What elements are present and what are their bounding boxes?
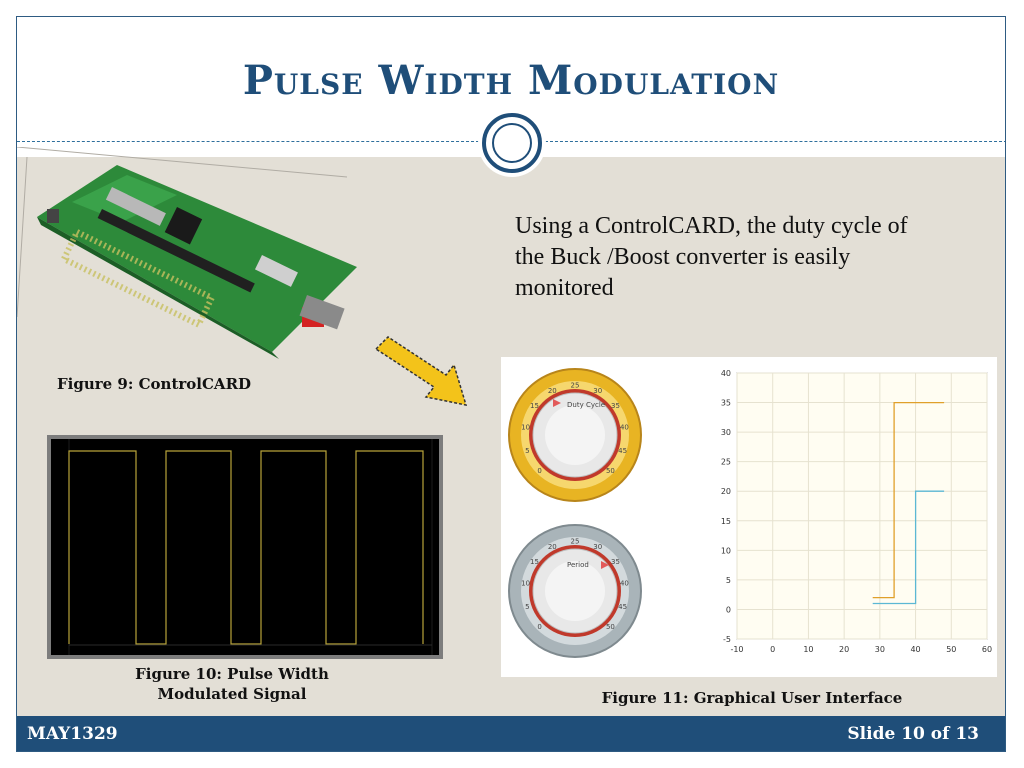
divider-ring-ornament xyxy=(482,113,542,173)
gui-line-chart: -10 0 10 20 30 40 50 60 -5 0 5 10 15 20 25 30 35 40 xyxy=(721,369,992,654)
figure10-caption-line1: Figure 10: Pulse Width xyxy=(135,665,329,683)
y-tick-label: -5 xyxy=(723,635,731,644)
knob-tick-label: 25 xyxy=(571,382,580,390)
y-tick-label: 5 xyxy=(726,576,731,585)
controlcard-image xyxy=(17,147,357,359)
x-tick-label: -10 xyxy=(730,645,743,654)
pwm-oscilloscope xyxy=(47,435,443,659)
y-tick-label: 10 xyxy=(721,546,731,555)
period-knob[interactable]: Period 0 5 10 15 20 25 30 35 40 45 50 xyxy=(505,521,645,661)
knob-tick-label: 25 xyxy=(571,538,580,546)
y-tick-label: 35 xyxy=(721,399,731,408)
y-tick-label: 20 xyxy=(721,487,731,496)
knob-tick-label: 30 xyxy=(593,543,602,551)
x-tick-label: 10 xyxy=(803,645,813,654)
figure11-caption: Figure 11: Graphical User Interface xyxy=(601,689,903,707)
divider-left xyxy=(17,141,479,142)
knob-tick-label: 5 xyxy=(525,447,529,455)
divider-right xyxy=(545,141,1005,142)
description-text: Using a ControlCARD, the duty cycle of t… xyxy=(515,213,908,301)
series-line-1 xyxy=(872,401,945,599)
y-tick-label: 25 xyxy=(721,458,731,467)
duty-cycle-knob[interactable]: Duty Cycle 0 5 10 15 20 25 30 35 40 45 50 xyxy=(505,365,645,505)
knob-tick-label: 45 xyxy=(618,603,627,611)
knob-tick-label: 45 xyxy=(618,447,627,455)
pwm-waveform xyxy=(68,439,433,655)
knob-tick-label: 15 xyxy=(530,402,539,410)
team-id: MAY1329 xyxy=(27,724,118,744)
y-tick-label: 30 xyxy=(721,428,731,437)
knob-tick-label: 50 xyxy=(606,467,615,475)
series-line-2 xyxy=(872,490,945,605)
knob-tick-label: 5 xyxy=(525,603,529,611)
footer-bar: MAY1329 Slide 10 of 13 xyxy=(17,716,1005,751)
knob-tick-label: 0 xyxy=(537,623,541,631)
knob-tick-label: 40 xyxy=(620,424,629,432)
knob-tick-label: 40 xyxy=(620,580,629,588)
knob-tick-label: 10 xyxy=(521,424,530,432)
y-tick-label: 0 xyxy=(726,605,731,614)
knob-tick-label: 20 xyxy=(548,543,557,551)
x-tick-label: 40 xyxy=(910,645,920,654)
figure9-caption: Figure 9: ControlCARD xyxy=(57,375,252,393)
knob-tick-label: 0 xyxy=(537,467,541,475)
slide-counter: Slide 10 of 13 xyxy=(847,724,979,744)
knob-tick-label: 50 xyxy=(606,623,615,631)
figure10-caption-line2: Modulated Signal xyxy=(157,685,307,703)
slide-frame: Pulse Width Modulation Figure 9: Control… xyxy=(16,16,1006,752)
x-tick-label: 30 xyxy=(875,645,885,654)
y-tick-label: 40 xyxy=(721,369,731,378)
knob-tick-label: 15 xyxy=(530,558,539,566)
knob-tick-label: 20 xyxy=(548,387,557,395)
x-tick-label: 50 xyxy=(946,645,956,654)
period-label: Period xyxy=(567,561,589,569)
chart-plot-area xyxy=(736,372,988,640)
knob-tick-label: 10 xyxy=(521,580,530,588)
x-tick-label: 60 xyxy=(982,645,992,654)
knob-tick-label: 30 xyxy=(593,387,602,395)
oscilloscope-screen xyxy=(51,439,439,655)
knob-tick-label: 35 xyxy=(611,558,620,566)
x-tick-label: 0 xyxy=(770,645,775,654)
duty-cycle-label: Duty Cycle xyxy=(567,401,605,409)
x-tick-label: 20 xyxy=(839,645,849,654)
slide-title: Pulse Width Modulation xyxy=(242,57,780,104)
y-tick-label: 15 xyxy=(721,517,731,526)
arrow-graphic xyxy=(374,336,468,406)
knob-tick-label: 35 xyxy=(611,402,620,410)
